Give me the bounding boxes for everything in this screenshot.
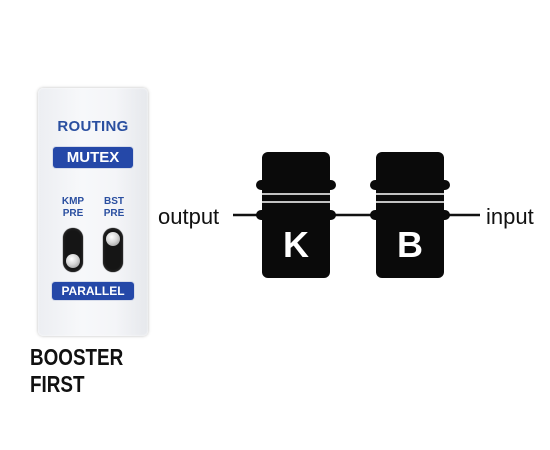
pedal-b-letter: B <box>397 224 423 265</box>
routing-panel: ROUTING MUTEX KMP PRE BST PRE PARALLEL <box>38 88 148 336</box>
output-label: output <box>158 204 220 229</box>
input-label: input <box>486 204 534 229</box>
kmp-label-line2: PRE <box>62 208 84 219</box>
parallel-badge: PARALLEL <box>52 282 134 300</box>
bst-label-line1: BST <box>104 196 124 207</box>
pedal-b <box>370 152 450 278</box>
bst-toggle-knob <box>106 232 120 246</box>
bst-label-line2: PRE <box>103 208 125 219</box>
pedal-k <box>256 152 336 278</box>
order-label-line2: FIRST <box>30 371 85 397</box>
kmp-pre-toggle-switch[interactable] <box>63 228 83 272</box>
mode-badge: MUTEX <box>53 147 133 168</box>
kmp-pre-label: KMP PRE <box>53 196 93 220</box>
kmp-label-line1: KMP <box>61 196 85 207</box>
pedal-k-letter: K <box>283 224 309 265</box>
kmp-toggle-knob <box>66 254 80 268</box>
panel-title: ROUTING <box>57 118 129 135</box>
order-label: BOOSTER FIRST <box>30 344 137 398</box>
bst-pre-label: BST PRE <box>94 196 134 220</box>
bst-pre-toggle-switch[interactable] <box>103 228 123 272</box>
order-label-line1: BOOSTER <box>30 344 124 370</box>
